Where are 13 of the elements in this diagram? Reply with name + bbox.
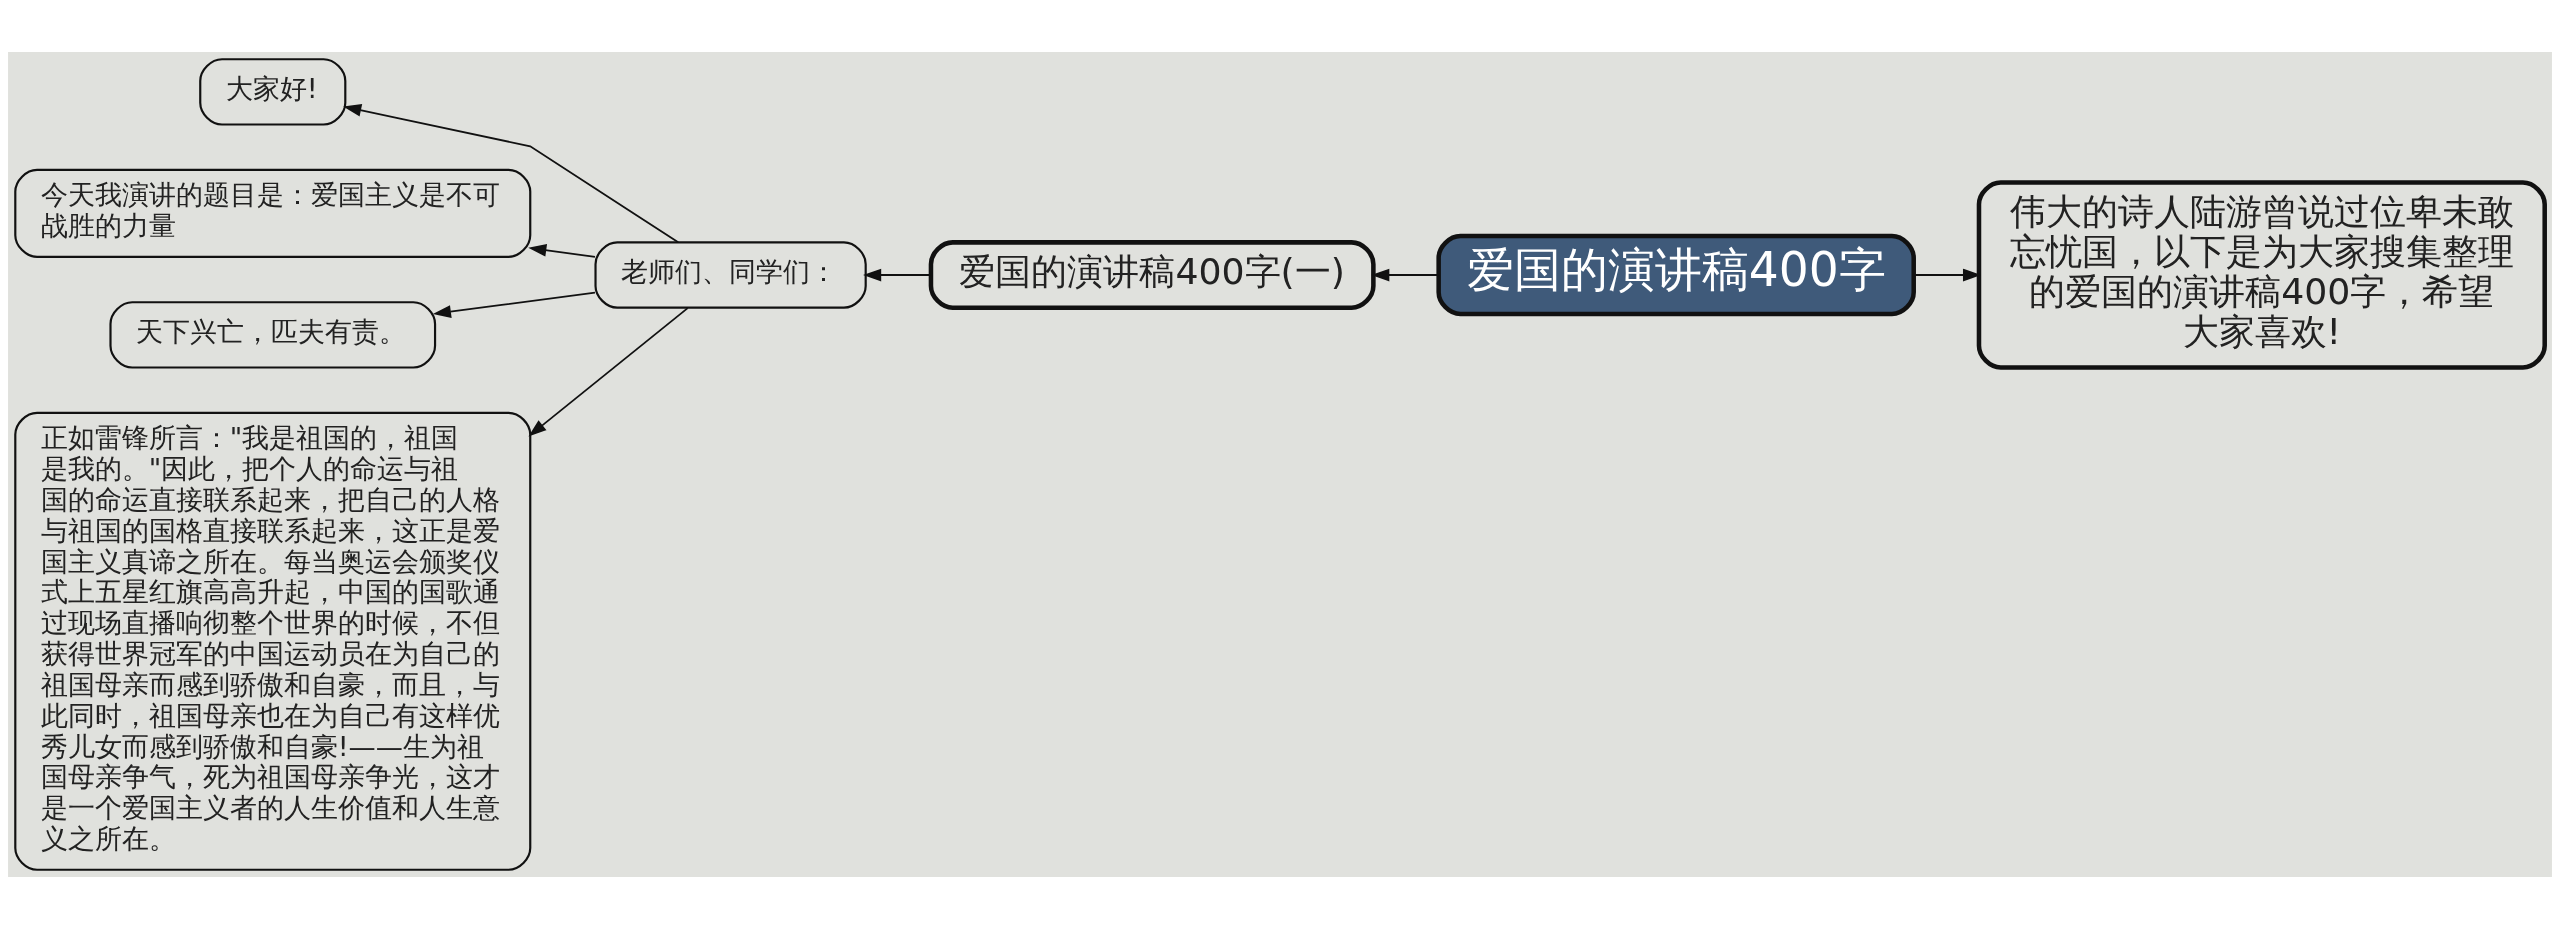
node-box: 伟大的诗人陆游曾说过位卑未敢忘忧国，以下是为大家搜集整理的爱国的演讲稿400字，希望大家喜欢!: [1976, 180, 2547, 370]
node-box: 大家好!: [199, 58, 347, 126]
arrow: [528, 307, 689, 437]
node-box: 爱国的演讲稿400字(一): [928, 240, 1376, 310]
arrow: [343, 104, 680, 244]
node-box: 爱国的演讲稿400字: [1436, 233, 1916, 317]
arrow: [863, 268, 932, 282]
node-box: 正如雷锋所言："我是祖国的，祖国是我的。"因此，把个人的命运与祖国的命运直接联系起来，把自己的人格与祖国的国格直接联系起来，这正是爱国主义真谛之所在。每当奥运会颁奖仪式上五星红旗高高升起，中国的国歌通过现场直播响彻整个世界的时候，不但获得世界冠军的中国运动员在为自己的祖国母亲而感到骄傲和自豪，而且，与此同时，祖国母亲也在为自己有这样优秀儿女而感到骄傲和自豪!——生为祖国母亲争气，死为祖国母亲争光，这才是一个爱国主义者的人生价值和人生意义之所在。: [14, 411, 532, 871]
node-box: 今天我演讲的题目是：爱国主义是不可战胜的力量: [14, 168, 532, 258]
arrow: [528, 243, 596, 258]
arrow: [432, 291, 596, 318]
node-box: 老师们、同学们：: [594, 241, 867, 309]
node-box: 天下兴亡，匹夫有责。: [109, 301, 437, 369]
